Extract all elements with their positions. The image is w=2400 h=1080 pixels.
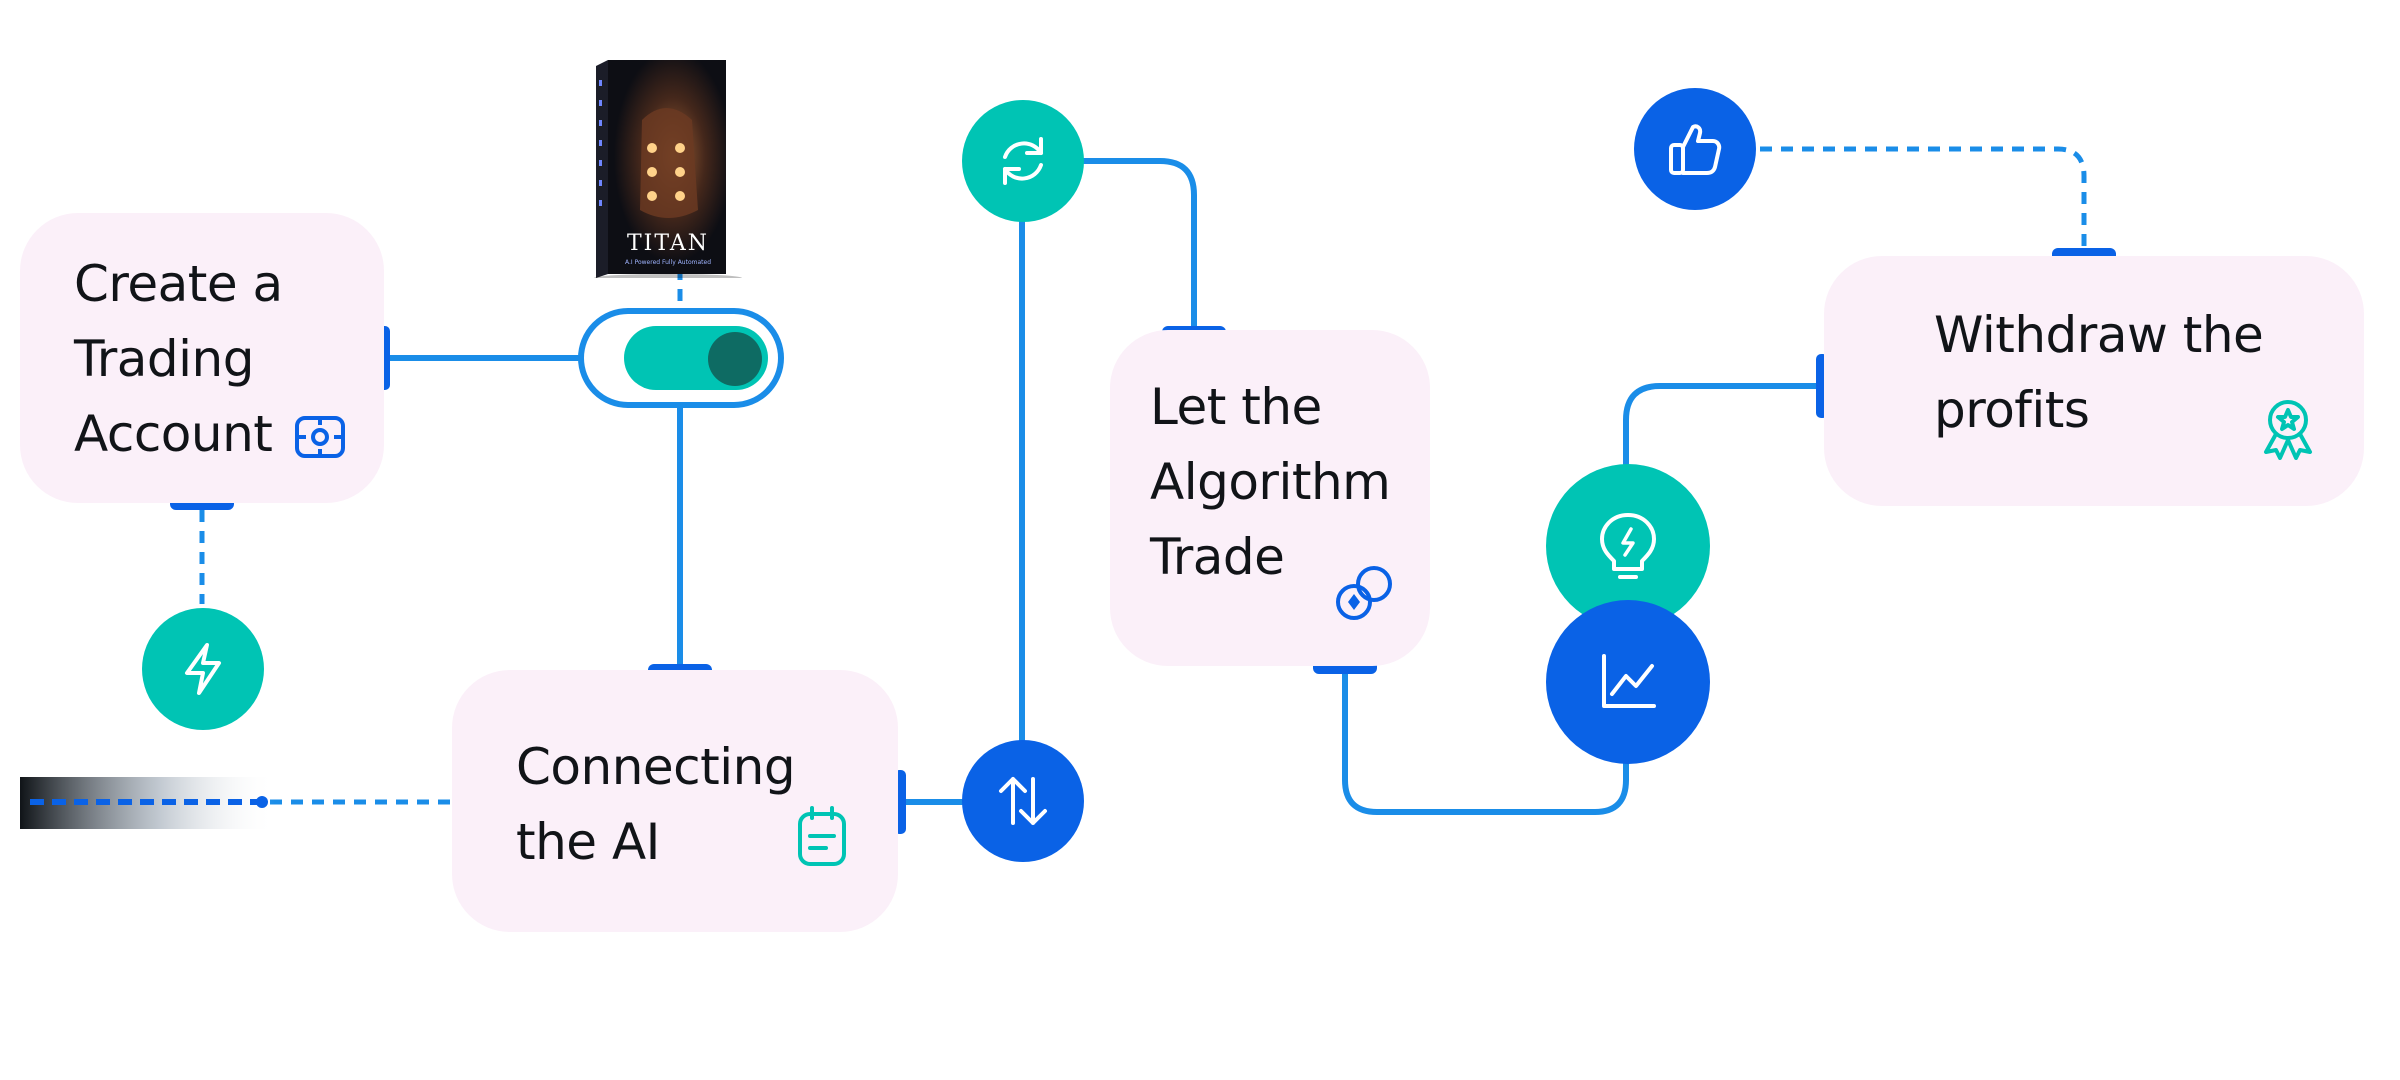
step-label: Withdraw the profits — [1934, 306, 2264, 439]
target-frame-icon — [292, 409, 348, 465]
thumbs-up-icon — [1634, 88, 1756, 210]
line-card3-chart — [1342, 665, 1629, 815]
step-label: Create a Trading Account — [74, 255, 283, 463]
award-ribbon-icon — [2256, 396, 2320, 460]
line-idea-card4 — [1623, 383, 1825, 467]
ai-toggle-switch[interactable] — [578, 308, 784, 408]
notepad-icon — [794, 804, 850, 868]
step-card-withdraw-profits: Withdraw the profits — [1824, 256, 2364, 506]
lightning-icon — [142, 608, 264, 730]
up-down-arrows-icon — [962, 740, 1084, 862]
step-card-connecting-ai: Connecting the AI — [452, 670, 898, 932]
line-sync-card3 — [1077, 158, 1197, 335]
dash-like-card4 — [1760, 146, 2087, 250]
step-label: Connecting the AI — [516, 738, 796, 871]
product-brand: TITAN — [627, 231, 709, 256]
step-label: Let the Algorithm Trade — [1150, 378, 1391, 586]
titan-product-box: TITAN A.I Powered Fully Automated — [582, 50, 742, 282]
toggle-knob — [708, 332, 762, 386]
step-card-create-account: Create a Trading Account — [20, 213, 384, 503]
step-card-algorithm-trade: Let the Algorithm Trade — [1110, 330, 1430, 666]
product-tagline: A.I Powered Fully Automated — [625, 259, 711, 266]
line-chart-icon — [1546, 600, 1710, 764]
refresh-icon — [962, 100, 1084, 222]
coins-icon — [1334, 562, 1396, 624]
